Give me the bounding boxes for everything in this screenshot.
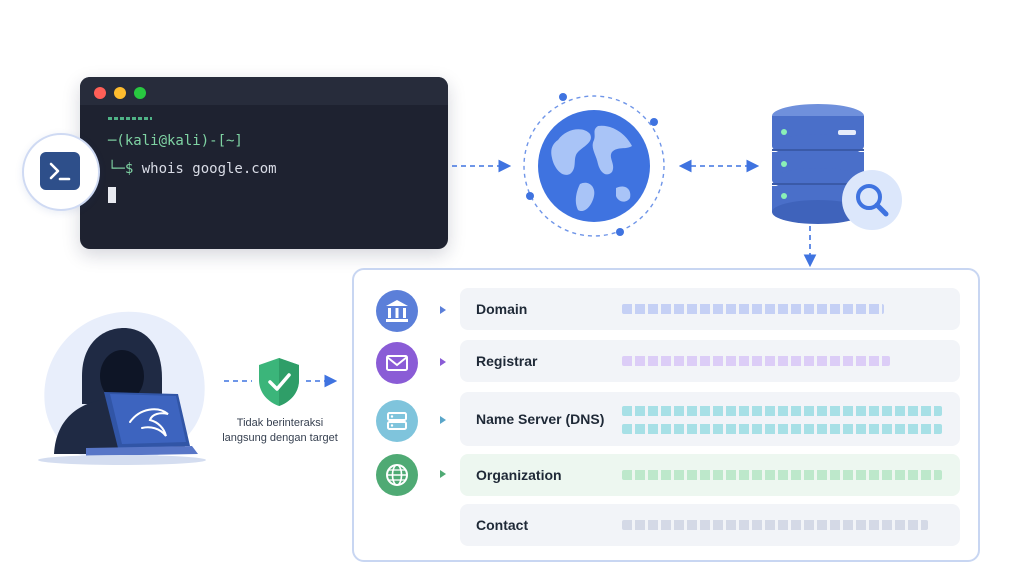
record-label: Organization bbox=[476, 467, 562, 483]
record-row-contact[interactable]: Contact bbox=[460, 504, 960, 546]
record-label: Contact bbox=[476, 517, 529, 533]
row-arrow-icon bbox=[440, 358, 446, 366]
terminal-separator bbox=[108, 117, 152, 120]
record-row-organization[interactable]: Organization bbox=[460, 454, 960, 496]
record-label: Domain bbox=[476, 301, 528, 317]
hacker-illustration bbox=[38, 311, 206, 465]
record-label: Registrar bbox=[476, 353, 538, 369]
server-icon bbox=[376, 400, 418, 442]
redacted-value-bar bbox=[622, 406, 942, 416]
search-icon bbox=[858, 184, 859, 185]
redacted-value-bar bbox=[622, 520, 928, 530]
record-label: Name Server (DNS) bbox=[476, 411, 605, 427]
terminal-icon bbox=[40, 152, 80, 190]
redacted-value-bar bbox=[622, 470, 942, 480]
passive-recon-caption: Tidak berinteraksi langsung dengan targe… bbox=[212, 416, 348, 446]
terminal-prompt-line: ─(kali@kali)-[~] bbox=[108, 133, 243, 149]
redacted-value-bar bbox=[622, 356, 890, 366]
terminal-window: ─(kali@kali)-[~] └─$ whois google.com bbox=[80, 77, 448, 249]
kali-dragon-icon bbox=[150, 420, 151, 421]
record-row-domain[interactable]: Domain bbox=[460, 288, 960, 330]
terminal-command: whois google.com bbox=[141, 161, 277, 177]
whois-result-panel: Domain Registrar Name Server (DNS) bbox=[352, 268, 980, 562]
terminal-command-line: └─$ whois google.com bbox=[108, 161, 277, 177]
shield-check-icon bbox=[259, 358, 299, 406]
envelope-icon bbox=[376, 342, 418, 384]
terminal-cursor bbox=[108, 187, 116, 203]
globe-illustration bbox=[523, 93, 665, 237]
minimize-dot-icon[interactable] bbox=[114, 87, 126, 99]
globe-icon bbox=[376, 454, 418, 496]
row-arrow-icon bbox=[440, 416, 446, 424]
terminal-badge bbox=[22, 133, 100, 211]
redacted-value-bar bbox=[622, 424, 942, 434]
record-row-registrar[interactable]: Registrar bbox=[460, 340, 960, 382]
redacted-value-bar bbox=[622, 304, 884, 314]
close-dot-icon[interactable] bbox=[94, 87, 106, 99]
row-arrow-icon bbox=[440, 470, 446, 478]
database-illustration bbox=[772, 104, 902, 230]
caption-line-1: Tidak berinteraksi bbox=[236, 417, 324, 429]
terminal-title-bar bbox=[80, 77, 448, 105]
caption-line-2: langsung dengan target bbox=[222, 432, 338, 444]
row-arrow-icon bbox=[440, 306, 446, 314]
maximize-dot-icon[interactable] bbox=[134, 87, 146, 99]
record-row-name-server[interactable]: Name Server (DNS) bbox=[460, 392, 960, 446]
terminal-prompt-prefix: └─$ bbox=[108, 161, 142, 177]
bank-icon bbox=[376, 290, 418, 332]
